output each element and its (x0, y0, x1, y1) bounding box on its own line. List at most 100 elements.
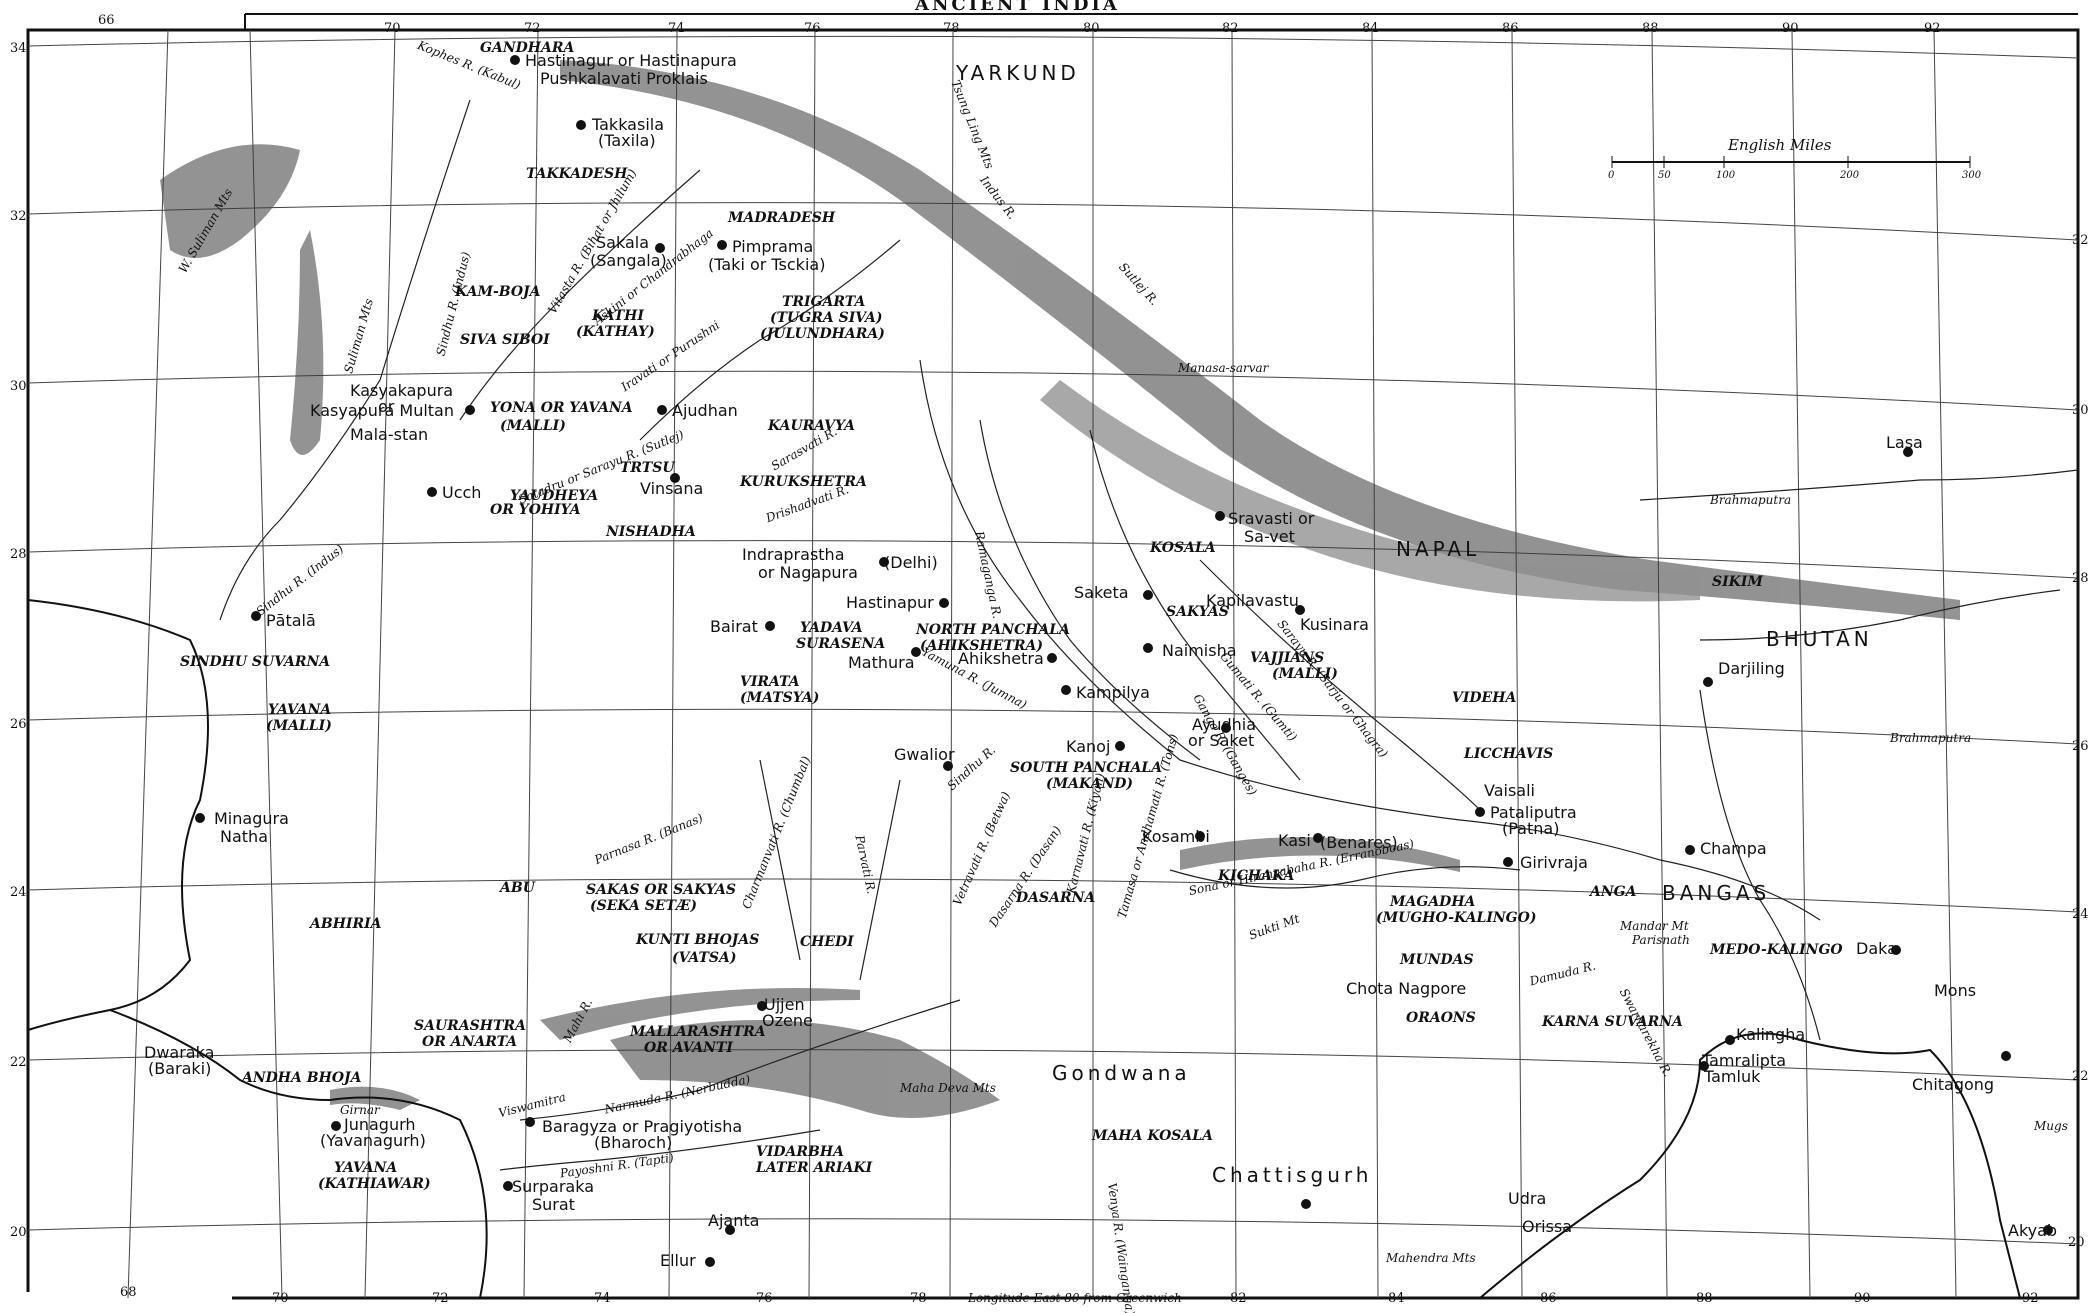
label-sravasti: Sravasti or (1228, 509, 1315, 528)
label-chitagong: Chitagong (1912, 1075, 1994, 1094)
label-kapilavastu: Kapilavastu (1206, 591, 1299, 610)
bottom-lon-74: 74 (594, 1291, 611, 1306)
label-sikim: SIKIM (1712, 574, 1763, 590)
right-lat-20: 20 (2068, 1235, 2085, 1250)
label-mallarashtra: MALLARASHTRA (629, 1024, 766, 1040)
label-ramaganga: Ramaganga R. (972, 529, 1004, 620)
label-swarnarekha: Swarnarekha R. (1617, 986, 1675, 1079)
label-trigarta: TRIGARTA (782, 294, 865, 310)
bottom-lon-92: 92 (2022, 1291, 2039, 1306)
label-tapti: Payoshni R. (Tapti) (558, 1151, 675, 1181)
label-videha: VIDEHA (1452, 690, 1516, 706)
label-kichaka: KICHAKA (1217, 868, 1295, 884)
right-lat-32: 32 (2072, 233, 2089, 248)
label-chedi: CHEDI (800, 934, 854, 950)
label-kalinga: Kalingha (1736, 1025, 1805, 1044)
label-girnar: Girnar (340, 1103, 381, 1117)
label-north-panchala: NORTH PANCHALA (915, 622, 1070, 638)
label-mundas: MUNDAS (1399, 952, 1474, 968)
label-yadava: YADAVA (800, 620, 863, 636)
label-baraki: (Baraki) (148, 1059, 211, 1078)
scale-tick-200: 200 (1839, 170, 1860, 181)
label-or: or (378, 397, 395, 416)
label-mons: Mons (1934, 981, 1976, 1000)
label-medo: MEDO-KALINGO (1709, 942, 1843, 958)
label-gwalior: Gwalior (894, 745, 955, 764)
label-suliman-mts: Suliman Mts (341, 297, 376, 375)
label-kunti: KUNTI BHOJAS (635, 932, 759, 948)
top-lon-70: 70 (384, 21, 401, 36)
scale-tick-0: 0 (1608, 170, 1615, 181)
right-lat-26: 26 (2072, 739, 2089, 754)
label-or-yohiya: OR YOHIYA (490, 502, 581, 518)
label-delhi: (Delhi) (884, 553, 938, 572)
label-yavana-malli-2: (MALLI) (266, 718, 332, 734)
label-julundhara: (JULUNDHARA) (760, 326, 885, 342)
label-malli: (MALLI) (500, 418, 566, 434)
label-mandar: Mandar Mt (1619, 919, 1689, 933)
label-bairat: Bairat (710, 617, 758, 636)
label-ahikshetra: Ahikshetra (958, 649, 1044, 668)
rivers (219, 99, 2079, 1171)
right-latitude-labels: 32 30 28 26 24 22 20 (2068, 233, 2089, 1250)
label-darjiling: Darjiling (1718, 659, 1785, 678)
label-saurashtra: SAURASHTRA (414, 1018, 526, 1034)
top-lon-92: 92 (1924, 21, 1941, 36)
label-sakala: Sakala (596, 233, 649, 252)
place-labels: YARKUND GANDHARA Hastinagur or Hastinapu… (144, 38, 2068, 1313)
label-kathiawar: (KATHIAWAR) (318, 1176, 431, 1192)
label-vinsana: Vinsana (640, 479, 703, 498)
top-lon-82: 82 (1222, 21, 1239, 36)
label-kurukshetra: KURUKSHETRA (739, 474, 867, 490)
label-malastan: Mala-stan (350, 425, 428, 444)
label-hastinapur: Hastinapur (846, 593, 934, 612)
label-bhutan: BHUTAN (1766, 627, 1873, 651)
label-chota: Chota Nagpore (1346, 979, 1466, 998)
label-yavanagurh: (Yavanagurh) (320, 1131, 426, 1150)
label-brahmaputra-2: Brahmaputra (1889, 731, 1971, 745)
label-seka: (SEKA SETÆ) (590, 898, 697, 914)
label-lasa: Lasa (1886, 433, 1923, 452)
label-madradesh: MADRADESH (727, 210, 836, 226)
label-south-panchala: SOUTH PANCHALA (1010, 760, 1162, 776)
left-lat-32: 32 (10, 209, 27, 224)
label-vajjians: VAJJIANS (1250, 650, 1324, 666)
label-yavana-k: YAVANA (334, 1160, 397, 1176)
label-kauravya: KAURAVYA (767, 418, 855, 434)
label-kasyapura: Kasyapura Multan (310, 401, 454, 420)
label-sukti: Sukti Mt (1247, 911, 1302, 942)
label-vetravati: Vetravati R. (Betwa) (950, 789, 1013, 907)
label-dasarna-r: Dasarna R. (Dasan) (986, 823, 1065, 930)
left-lat-22: 22 (10, 1055, 27, 1070)
label-manasarovar: Manasa-sarvar (1177, 361, 1270, 375)
label-anarta: OR ANARTA (422, 1034, 517, 1050)
left-latitude-labels: 34 32 30 28 26 24 22 20 (10, 41, 27, 1240)
label-benares: (Benares) (1320, 833, 1398, 852)
right-lat-24: 24 (2072, 907, 2089, 922)
label-pushkalavati: Pushkalavati Proklais (540, 69, 708, 88)
label-avanti: OR AVANTI (644, 1040, 733, 1056)
label-girivraja: Girivraja (1520, 853, 1588, 872)
label-bharoch: (Bharoch) (594, 1133, 672, 1152)
left-lat-34: 34 (10, 41, 27, 56)
label-mahendra: Mahendra Mts (1385, 1251, 1476, 1265)
map-title: ANCIENT INDIA (914, 0, 1120, 15)
label-yarkund: YARKUND (955, 61, 1080, 85)
bottom-lon-70: 70 (272, 1291, 289, 1306)
label-pimprama: Pimprama (732, 237, 813, 256)
label-kasyakapura: Kasyakapura (350, 381, 453, 400)
bottom-lon-90: 90 (1854, 1291, 1871, 1306)
label-minagura: Minagura (214, 809, 289, 828)
label-kosala: KOSALA (1149, 540, 1216, 556)
label-kasi: Kasi (1278, 831, 1311, 850)
map-border (0, 13, 2080, 1313)
left-lat-30: 30 (10, 379, 27, 394)
label-baragyza: Baragyza or Pragiyotisha (542, 1117, 742, 1136)
label-champa: Champa (1700, 839, 1767, 858)
label-akyab: Akyab (2008, 1221, 2057, 1240)
graticule-meridians (127, 29, 1957, 1299)
label-saketa: Saketa (1074, 583, 1129, 602)
map-footer: Longitude East 80 from Greenwich (967, 1291, 1182, 1305)
label-ozene: Ozene (762, 1011, 813, 1030)
label-mathura: Mathura (848, 653, 915, 672)
